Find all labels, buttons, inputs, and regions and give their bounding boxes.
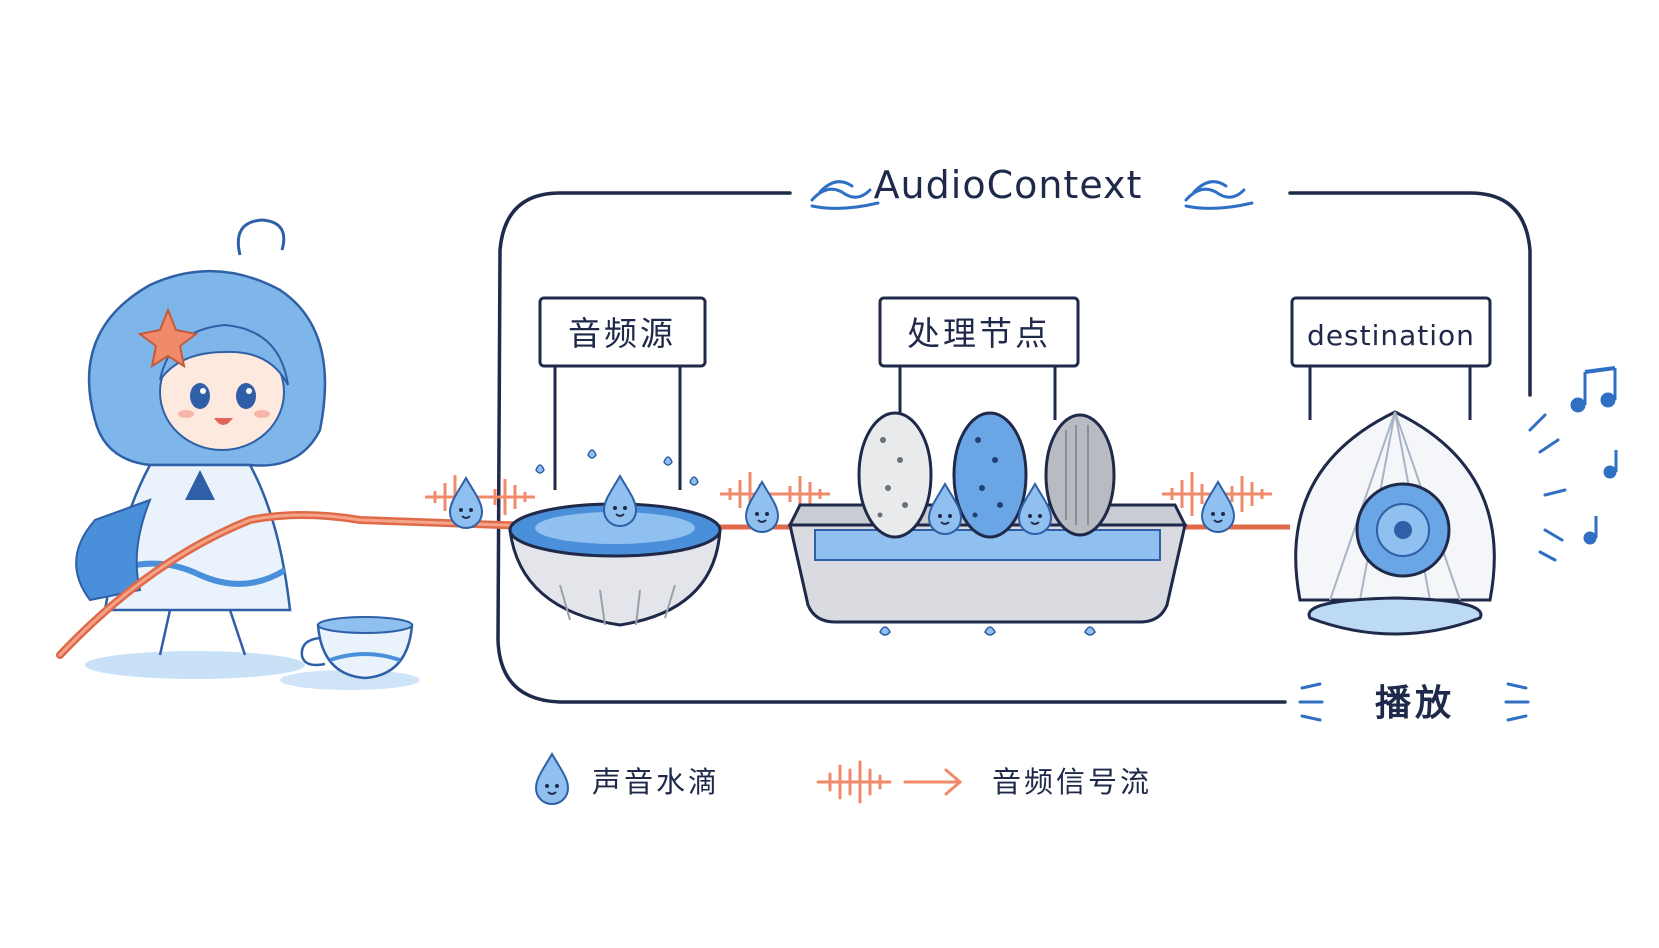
legend: 声音水滴 音频信号流	[535, 753, 1152, 805]
processing-sign: 处理节点	[878, 296, 1080, 420]
source-label: 音频源	[568, 314, 676, 353]
fountain-bowl-icon	[508, 502, 722, 627]
audio-context-label: AudioContext	[874, 163, 1143, 207]
audio-context-frame	[496, 191, 1532, 704]
wave-ornament-right-icon	[1184, 180, 1254, 210]
legend-signal-item: 音频信号流	[816, 760, 1152, 804]
audio-context-title: AudioContext	[810, 163, 1254, 210]
filter-disc-1-icon	[857, 411, 933, 539]
filter-disc-2-icon	[952, 411, 1028, 539]
legend-droplet-icon	[535, 753, 569, 805]
destination-node: destination	[1290, 296, 1618, 636]
shell-speaker-icon	[1294, 410, 1496, 636]
destination-sign: destination	[1290, 296, 1492, 420]
sound-lines-left-icon	[1298, 682, 1324, 722]
processing-label: 处理节点	[907, 314, 1051, 353]
source-sign: 音频源	[538, 296, 707, 490]
teacup-icon	[280, 616, 420, 690]
destination-label: destination	[1307, 319, 1475, 352]
signal-droplet-3	[1201, 481, 1235, 533]
source-droplet-icon	[603, 475, 637, 527]
sound-lines-right-icon	[1504, 682, 1530, 722]
legend-arrow-icon	[903, 768, 963, 796]
legend-droplet-label: 声音水滴	[592, 765, 720, 799]
legend-signal-label: 音频信号流	[992, 765, 1152, 799]
playback-label-group: 播放	[1298, 682, 1530, 724]
legend-droplet-item: 声音水滴	[535, 753, 720, 805]
source-node: 音频源	[508, 296, 722, 627]
legend-signal-wave-icon	[816, 760, 892, 804]
filter-disc-3-icon	[1044, 413, 1116, 537]
music-notes-icon	[1528, 366, 1618, 562]
girl-character-icon	[75, 218, 327, 679]
starfish-icon	[137, 307, 199, 369]
processing-node: 处理节点	[787, 296, 1188, 636]
wave-ornament-left-icon	[810, 180, 880, 210]
playback-label: 播放	[1375, 683, 1455, 724]
